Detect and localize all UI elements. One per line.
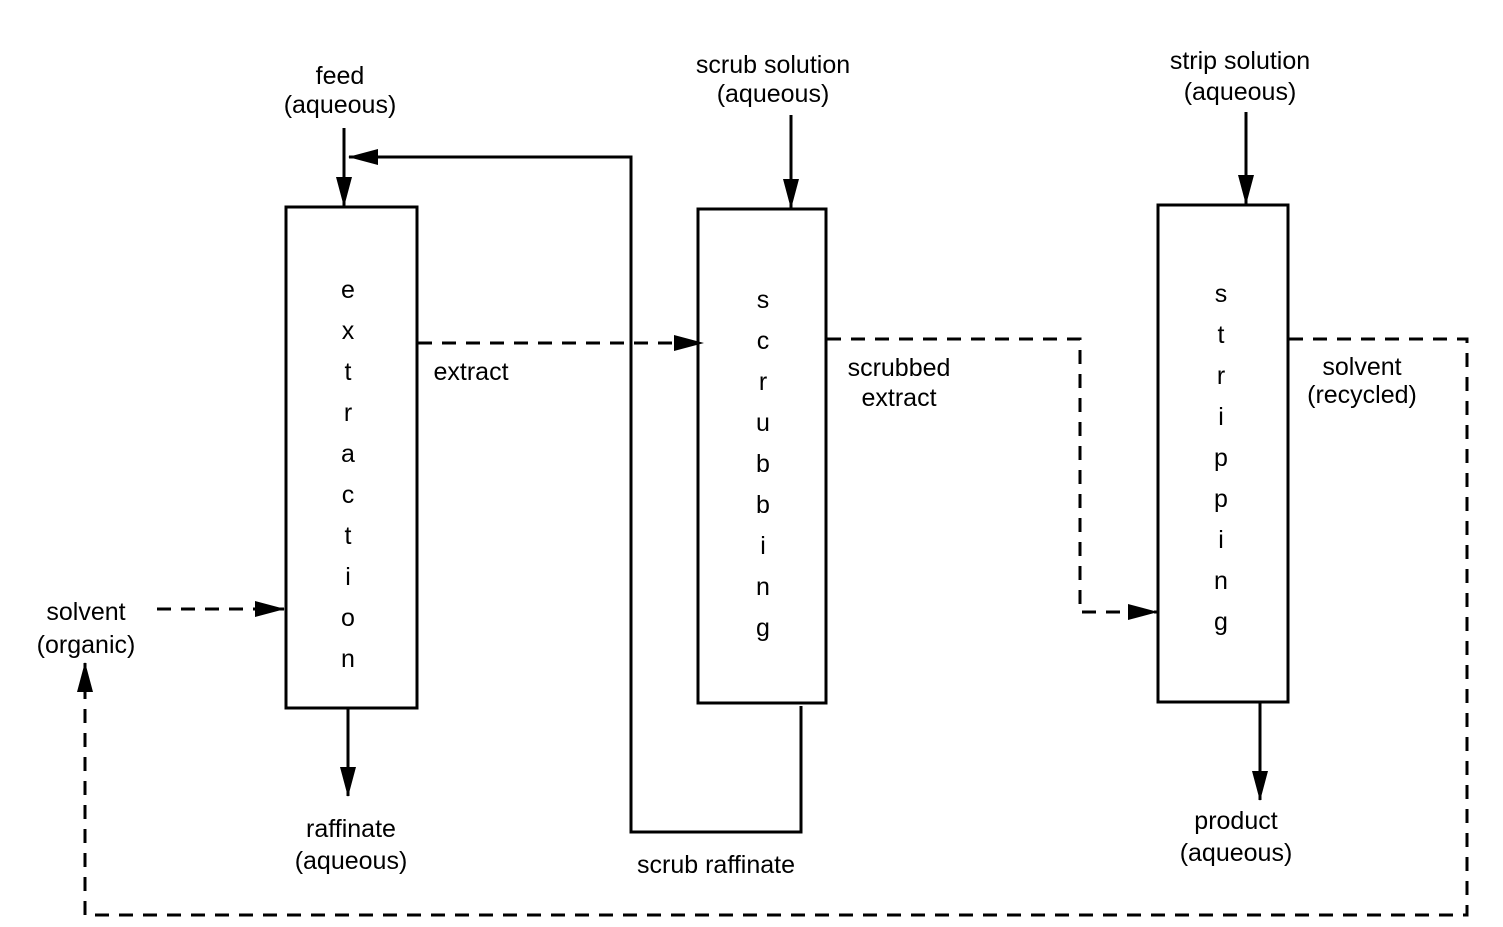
extract-label: extract [433,358,508,386]
scrub-raffinate-line [348,149,803,834]
raffinate-label: raffinate(aqueous) [295,815,408,875]
stripping-box [1156,203,1290,704]
scrubbing-box [696,207,828,705]
strip-solution-label: strip solution(aqueous) [1170,47,1310,106]
solvent-recycled-label: solvent(recycled) [1307,353,1417,409]
scrub-solution-label: scrub solution(aqueous) [696,51,850,108]
solvent-recycle-line [77,337,1469,917]
feed-label: feed(aqueous) [284,62,397,119]
scrubbed-extract-arrow [827,337,1158,620]
scrub-raffinate-label: scrub raffinate [637,851,795,879]
solvent-organic-label: solvent(organic) [37,598,136,659]
product-label: product(aqueous) [1180,807,1293,867]
extraction-box [284,205,419,710]
